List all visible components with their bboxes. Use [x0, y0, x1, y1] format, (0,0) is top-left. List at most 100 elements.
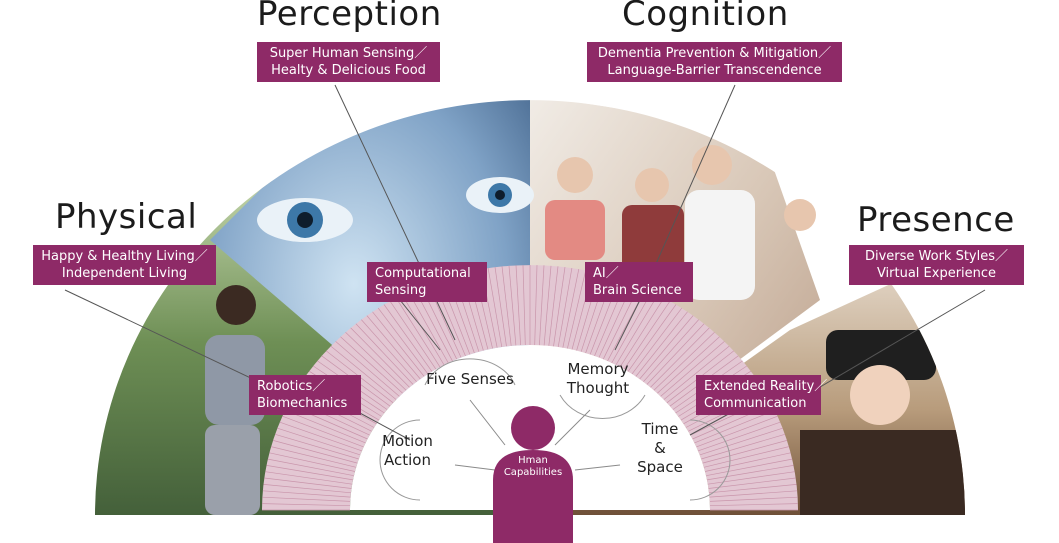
ring-stripe: [383, 304, 433, 372]
ring-stripe: [663, 345, 730, 400]
ring-stripe: [361, 319, 417, 383]
ring-stripe: [279, 421, 363, 452]
motion-bubble: [379, 419, 421, 501]
five-senses-line1: Five Senses: [426, 370, 514, 388]
ring-stripe: [631, 307, 683, 375]
ring-stripe: [709, 503, 798, 507]
ring-stripe: [543, 265, 552, 346]
ring-stripe: [340, 336, 403, 394]
ring-stripe: [567, 270, 587, 349]
memory-line2: Thought: [566, 379, 630, 397]
tag-computational-line2: Sensing: [375, 283, 427, 298]
ring-stripe: [494, 267, 507, 347]
ring-stripe: [660, 341, 725, 397]
ring-stripe: [401, 294, 445, 366]
ring-stripe: [697, 421, 781, 452]
ring-stripe: [487, 267, 503, 348]
ring-stripe: [271, 446, 357, 468]
ring-stripe: [557, 267, 573, 348]
ring-stripe: [707, 471, 795, 485]
ring-stripe: [702, 440, 788, 464]
label-time-space: Time & Space: [625, 420, 695, 477]
memory-line1: Memory: [567, 360, 629, 378]
tag-perception: Super Human Sensing／ Healty & Delicious …: [257, 42, 440, 82]
label-five-senses: Five Senses: [420, 370, 520, 389]
tag-presence-line1: Diverse Work Styles／: [864, 249, 1009, 264]
ring-stripe: [562, 269, 580, 348]
tag-presence: Diverse Work Styles／ Virtual Experience: [849, 245, 1024, 285]
tag-physical-line2: Independent Living: [61, 266, 188, 281]
ring-stripe: [704, 452, 791, 472]
ring-stripe: [282, 415, 364, 448]
ring-stripe: [377, 307, 429, 375]
tag-computational-sensing: Computational Sensing: [367, 262, 487, 302]
label-motion-action: Motion Action: [370, 432, 445, 470]
ring-stripe: [653, 332, 715, 391]
ring-stripe: [389, 300, 437, 370]
memory-bubble: [559, 394, 646, 419]
ring-stripe: [345, 332, 407, 391]
ring-stripe: [263, 484, 352, 494]
ring-stripe: [694, 409, 775, 444]
ring-stripe: [508, 265, 517, 346]
ring-stripe: [646, 323, 705, 385]
tag-ai-line1: AI／: [593, 266, 619, 281]
seniors-figure: [545, 145, 816, 300]
ring-stripe: [264, 477, 352, 489]
tag-cognition: Dementia Prevention & Mitigation／ Langua…: [587, 42, 842, 82]
ring-stripe: [262, 496, 351, 502]
tag-extended-line1: Extended Reality／: [704, 379, 828, 394]
ring-stripe: [366, 315, 421, 380]
ring-stripe: [706, 465, 794, 481]
human-capabilities-label: Hman Capabilities: [493, 455, 573, 479]
heading-physical: Physical: [55, 197, 198, 237]
human-label-line1: Hman: [518, 455, 548, 466]
tag-presence-line2: Virtual Experience: [876, 266, 997, 281]
ring-stripe: [703, 446, 789, 468]
vr-child-figure: [800, 330, 965, 515]
tag-perception-line1: Super Human Sensing／: [269, 46, 428, 61]
tag-robotics-line1: Robotics／: [257, 379, 326, 394]
tag-perception-line2: Healty & Delicious Food: [271, 63, 426, 78]
ring-stripe: [534, 265, 538, 346]
ring-stripe: [623, 300, 671, 370]
capability-connectors: [454, 399, 621, 471]
tag-ai-brain-science: AI／ Brain Science: [585, 262, 693, 302]
human-label-line2: Capabilities: [503, 467, 563, 478]
tag-extended-line2: Communication: [704, 396, 807, 411]
ring-stripe: [701, 433, 785, 460]
ring-stripe: [619, 297, 665, 368]
time-line3: Space: [637, 458, 683, 476]
ring-stripe: [699, 427, 783, 456]
ring-stripe: [269, 452, 356, 472]
ring-stripe: [275, 433, 359, 460]
ring-stripe: [501, 266, 512, 346]
ring-stripe: [522, 265, 526, 346]
tag-ai-line2: Brain Science: [593, 283, 682, 298]
tag-extended-reality: Extended Reality／ Communication: [696, 375, 828, 415]
ring-stripe: [277, 427, 361, 456]
ring-stripe: [639, 315, 694, 380]
tag-robotics-line2: Biomechanics: [257, 396, 348, 411]
tag-cognition-line1: Dementia Prevention & Mitigation／: [597, 46, 832, 61]
ring-stripe: [272, 440, 358, 464]
time-bubble: [689, 419, 731, 501]
heading-presence: Presence: [857, 200, 1015, 240]
inner-ring: [262, 265, 798, 510]
ring-stripe: [657, 336, 720, 394]
ring-stripe: [553, 267, 566, 347]
tag-physical: Happy & Healthy Living／ Independent Livi…: [33, 245, 216, 285]
ring-stripe: [548, 266, 559, 346]
ring-stripe: [615, 294, 659, 366]
ring-stripe: [285, 409, 366, 444]
ring-stripe: [708, 484, 797, 494]
heading-perception: Perception: [257, 0, 442, 34]
ring-stripe: [515, 265, 521, 346]
ring-stripe: [335, 341, 400, 397]
tag-robotics-biomechanics: Robotics／ Biomechanics: [249, 375, 361, 415]
ring-stripe: [635, 311, 688, 377]
ring-stripe: [627, 304, 677, 372]
tag-computational-line1: Computational: [375, 266, 471, 281]
ring-stripe: [350, 327, 410, 388]
time-line1: Time: [641, 420, 679, 438]
